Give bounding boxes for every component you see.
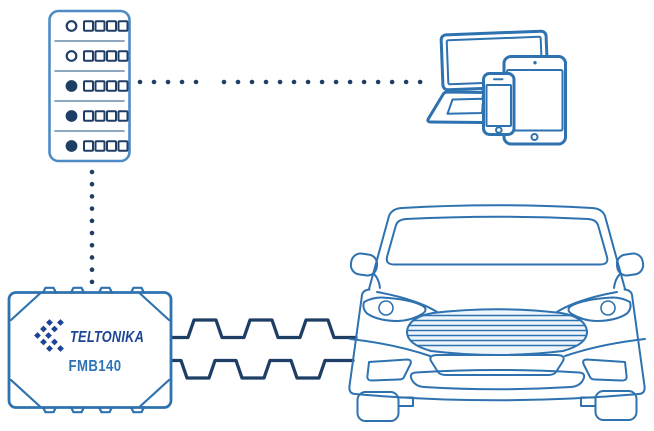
car-bumper-crease-left <box>349 338 431 357</box>
tracker-brand-label: TELTONIKA <box>70 329 144 347</box>
car-windshield <box>385 215 609 266</box>
server-row <box>65 140 129 152</box>
tracker-tab-top <box>41 286 58 294</box>
phone-screen <box>485 84 512 127</box>
laptop-base <box>426 90 488 124</box>
tracker-model-label: FMB140 <box>68 358 121 375</box>
car-bumper-crease-right <box>564 338 646 357</box>
status-led <box>65 110 78 122</box>
client-devices <box>426 29 567 146</box>
status-led <box>65 140 78 152</box>
smartphone-icon <box>481 72 516 136</box>
car <box>348 204 646 422</box>
cable-wire-top <box>170 318 358 340</box>
status-led <box>65 50 78 62</box>
car-foglight-right <box>582 358 628 382</box>
car-roof <box>368 204 626 290</box>
tracker-housing <box>7 291 173 409</box>
server-row <box>65 80 129 92</box>
tracker-corner-chamfer <box>138 378 171 408</box>
server-row <box>65 20 129 32</box>
server-rack-frame <box>48 9 131 163</box>
server-rack <box>48 9 131 163</box>
car-foglight-left <box>366 358 412 382</box>
status-led <box>65 80 78 92</box>
car-grille <box>405 308 589 356</box>
tablet-home-button <box>530 133 539 141</box>
tablet-camera <box>533 61 537 65</box>
tracker-corner-chamfer <box>9 292 42 322</box>
tracker-tab-top <box>69 286 86 294</box>
tracker-tab-top <box>129 286 146 294</box>
tracker-tab-bottom <box>97 406 114 414</box>
car-grille-slats <box>407 314 588 347</box>
car-mirror-right <box>613 252 645 289</box>
car-lower-intake <box>429 354 565 376</box>
phone-home-button <box>495 126 503 134</box>
connection-tracker-car <box>170 318 358 380</box>
car-headlight-right <box>567 296 632 322</box>
car-body <box>348 288 646 402</box>
car-headlight-left <box>362 296 427 322</box>
tracker-corner-chamfer <box>138 292 171 322</box>
cable-wire-bottom <box>170 358 355 380</box>
tracker-tab-top <box>97 286 114 294</box>
fmb140-tracker: TELTONIKA FMB140 <box>7 286 173 414</box>
car-bumper-strip <box>409 369 586 391</box>
server-row <box>65 50 129 62</box>
tracker-corner-chamfer <box>9 378 42 408</box>
phone-body <box>482 72 516 136</box>
car-mirror-left <box>349 252 381 289</box>
tracker-tab-bottom <box>69 406 86 414</box>
tracker-tab-bottom <box>41 406 58 414</box>
teltonika-logo-icon <box>34 319 64 352</box>
server-row <box>65 110 129 122</box>
tracker-tab-bottom <box>129 406 146 414</box>
status-led <box>65 20 78 32</box>
